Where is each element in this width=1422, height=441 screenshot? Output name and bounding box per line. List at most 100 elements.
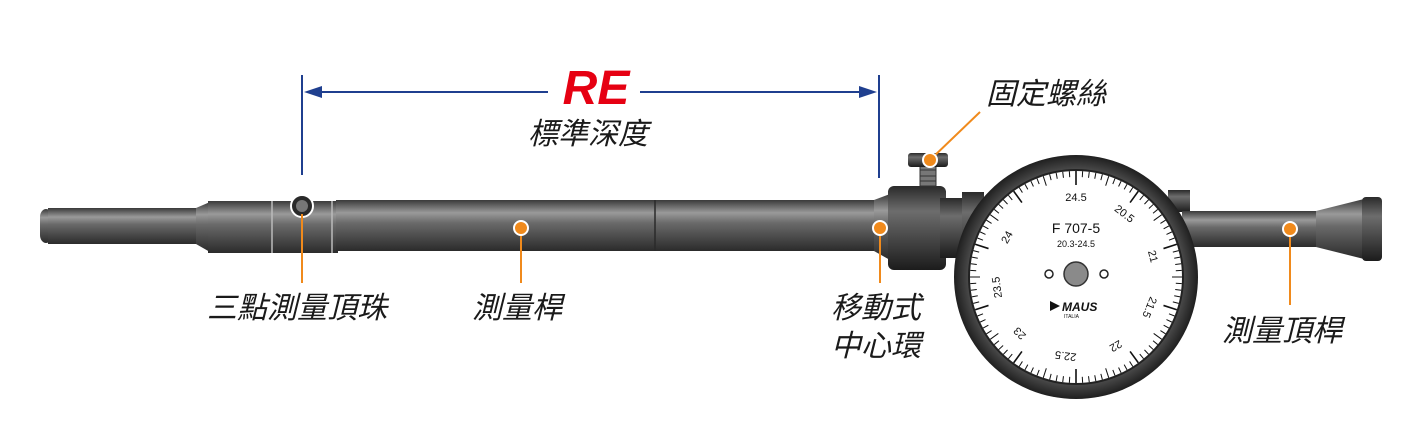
dial-tick [1030,180,1034,187]
dial-tick [1088,171,1090,178]
dial-scale-number: 22 [1107,337,1124,354]
gauge-brand: MAUS [1062,300,1097,314]
dial-tick [982,225,989,230]
dial-tick [1013,350,1023,364]
dial-tick [982,324,989,329]
label-measuring-rod: 測量桿 [472,291,562,326]
dial-tick [994,209,1000,214]
dial-tick [998,345,1004,350]
dial-tick [1148,345,1154,350]
dial-tick [1094,172,1097,179]
dial-tick [1129,361,1134,367]
dial-tick [1013,190,1023,204]
dial-tick [1030,367,1034,374]
dial-tick [1003,349,1008,355]
dial-tick [1036,369,1040,376]
dial-tick [1055,375,1058,382]
dial-tick [1129,187,1134,193]
dial-tick [1062,376,1064,383]
dial-tick [994,340,1000,345]
dial-tick [1163,243,1178,250]
dial-tick [1094,375,1097,382]
dial-tick [1153,214,1163,221]
maus-logo-icon [1050,301,1060,311]
dial-tick [979,231,986,235]
dial-tick [1049,174,1052,181]
dial-tick [977,237,984,241]
dial-center-cap [1063,261,1089,287]
dial-tick [1168,237,1175,241]
dial-tick [973,250,980,253]
title-caption: 標準深度 [528,117,648,152]
dial-tick [1144,349,1149,355]
dial-tick [970,263,977,265]
label-moving-ring-line2: 中心環 [831,329,921,364]
dial-tick [1163,324,1170,329]
contact-tip [40,202,210,252]
dial-tick [971,256,978,259]
dial-tick [1008,353,1013,359]
dial-tick [1042,368,1047,378]
dial-tick [989,333,999,340]
dial-tick [1152,340,1158,345]
dial-tick [1174,295,1181,298]
dial-tick [1062,171,1064,178]
dial-tick [1036,178,1040,185]
dial-tick [1175,263,1182,265]
dial-scale-number: 22.5 [1054,348,1077,363]
dial-tick [1105,368,1110,378]
dial-tick [1144,199,1149,205]
dial-tick [998,204,1004,209]
leader-center-ring [872,220,888,283]
dial-tick [1168,313,1175,317]
dial-tick [1163,304,1178,311]
label-fixing-screw: 固定螺絲 [986,77,1106,112]
dial-tick [1163,225,1170,230]
dial-tick [1172,250,1179,253]
dial-tick [1105,176,1110,186]
dial-tick [989,214,999,221]
dial-tick [1172,301,1179,304]
dial-tick [1129,350,1139,364]
leader-measuring-rod [513,220,529,283]
gauge-brand-sub: ITALIA [1064,314,1080,320]
center-ring [888,186,962,270]
dial-tick [974,243,989,250]
dial-tick [1100,174,1103,181]
dial-tick [1003,199,1008,205]
dial-tick [1160,219,1166,224]
dial-tick [1049,373,1052,380]
dial-tick [1008,195,1013,201]
dial-tick [979,319,986,323]
dial-tick [1018,187,1023,193]
dial-tick [1160,330,1166,335]
dial-tick [1123,364,1128,371]
label-three-point-ball: 三點測量頂珠 [207,291,387,326]
leader-fixing-screw [922,111,981,168]
dimension-line [301,75,880,178]
dial-scale-number: 24 [999,229,1016,246]
arrowhead-left-icon [304,86,322,98]
dial-tick [1166,231,1173,235]
dial-tick [1088,376,1090,383]
dial-tick [1118,367,1122,374]
dial-tick [1139,353,1144,359]
dial-tick [1112,178,1116,185]
dial-tick [986,219,992,224]
dial-tick [1018,361,1023,367]
dial-tick [1112,369,1116,376]
gauge-range: 20.3-24.5 [1057,239,1095,249]
dial-tick [1153,333,1163,340]
dial-scale-number: 23.5 [990,276,1005,299]
dial-tick [1175,289,1182,291]
dial-tick [1123,183,1128,190]
dial-tick [1024,364,1029,371]
dial-tick [1152,209,1158,214]
dial-tick [1042,176,1047,186]
dial-tick [1118,180,1122,187]
dial-tick [1024,183,1029,190]
label-moving-ring-line1: 移動式 [831,291,921,326]
dial-tick [1100,373,1103,380]
label-measuring-tip-rod: 測量頂桿 [1222,314,1342,349]
